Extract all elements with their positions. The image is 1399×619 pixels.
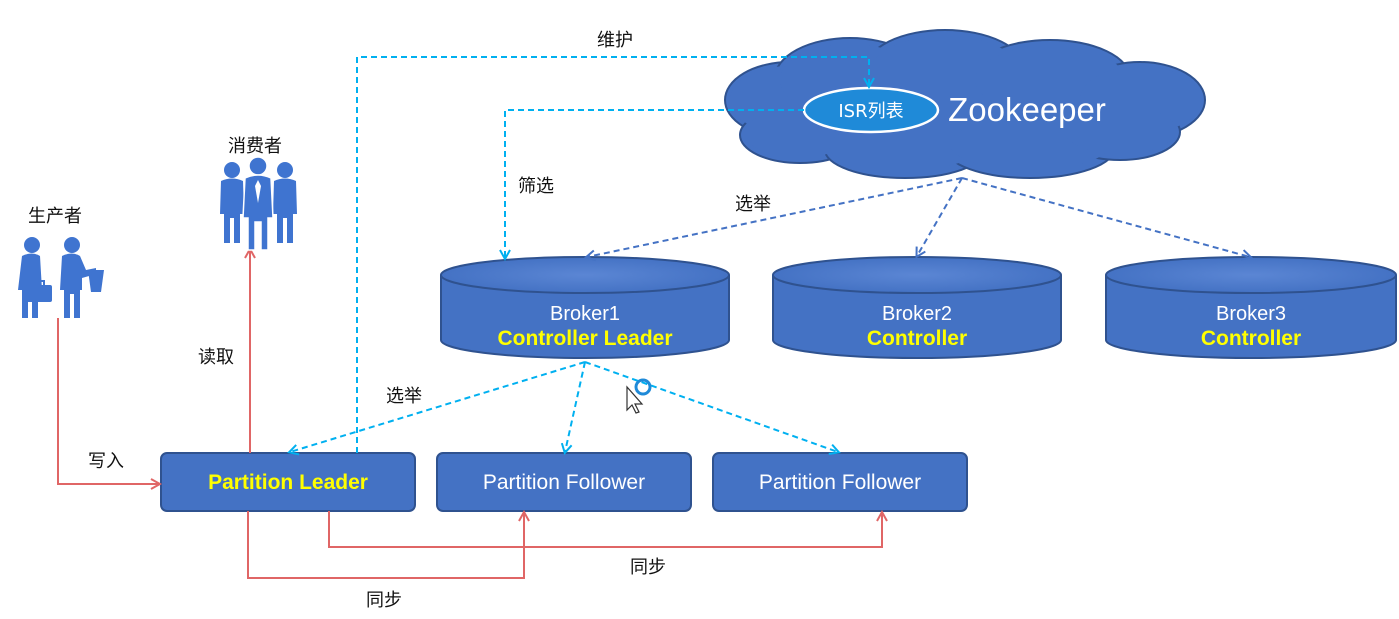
broker-3: Broker3 Controller <box>1105 256 1397 359</box>
broker-3-role: Controller <box>1201 327 1301 350</box>
sync-to-follower-2-connector <box>328 511 882 548</box>
sync-to-follower-1-connector <box>247 511 524 579</box>
zookeeper-title: Zookeeper <box>948 91 1106 128</box>
broker-2-name: Broker2 <box>882 303 952 325</box>
partition-follower-2-label: Partition Follower <box>759 471 921 494</box>
broker-2-role: Controller <box>867 327 967 350</box>
maintain-label: 维护 <box>597 30 633 51</box>
partition-follower-box-1: Partition Follower <box>436 452 692 512</box>
partition-leader-label: Partition Leader <box>208 471 368 494</box>
write-connector <box>57 318 159 484</box>
broker-1-name: Broker1 <box>550 303 620 325</box>
maintain-connector <box>356 56 869 453</box>
sync-label-right: 同步 <box>630 557 666 578</box>
cursor-click-indicator <box>634 378 652 396</box>
consumer-people-icon <box>220 156 297 251</box>
zk-elect-broker-2-connector <box>917 177 963 256</box>
mouse-pointer-icon <box>626 385 644 414</box>
partition-follower-1-label: Partition Follower <box>483 471 645 494</box>
elect-to-leader-connector <box>290 361 586 452</box>
broker-1: Broker1 Controller Leader <box>440 256 730 359</box>
isr-list-node: ISR列表 <box>802 86 940 134</box>
elect-to-follower-2-connector <box>584 361 838 452</box>
producer-workers-icon <box>18 237 104 318</box>
filter-label: 筛选 <box>518 176 554 197</box>
elect-label-top: 选举 <box>735 194 771 215</box>
zk-elect-broker-1-connector <box>587 177 963 257</box>
broker-3-name: Broker3 <box>1216 303 1286 325</box>
sync-label-bottom: 同步 <box>366 590 402 611</box>
write-label: 写入 <box>88 451 124 472</box>
elect-to-follower-1-connector <box>565 361 586 452</box>
partition-leader-box: Partition Leader <box>160 452 416 512</box>
consumer-label: 消费者 <box>228 136 282 157</box>
zk-elect-broker-3-connector <box>961 177 1250 257</box>
read-label: 读取 <box>198 347 234 368</box>
elect-label-mid: 选举 <box>386 386 422 407</box>
isr-list-label: ISR列表 <box>838 101 903 122</box>
broker-1-role: Controller Leader <box>497 327 672 350</box>
zookeeper-cloud: Zookeeper <box>724 29 1206 179</box>
partition-follower-box-2: Partition Follower <box>712 452 968 512</box>
broker-2: Broker2 Controller <box>772 256 1062 359</box>
producer-label: 生产者 <box>28 206 82 227</box>
